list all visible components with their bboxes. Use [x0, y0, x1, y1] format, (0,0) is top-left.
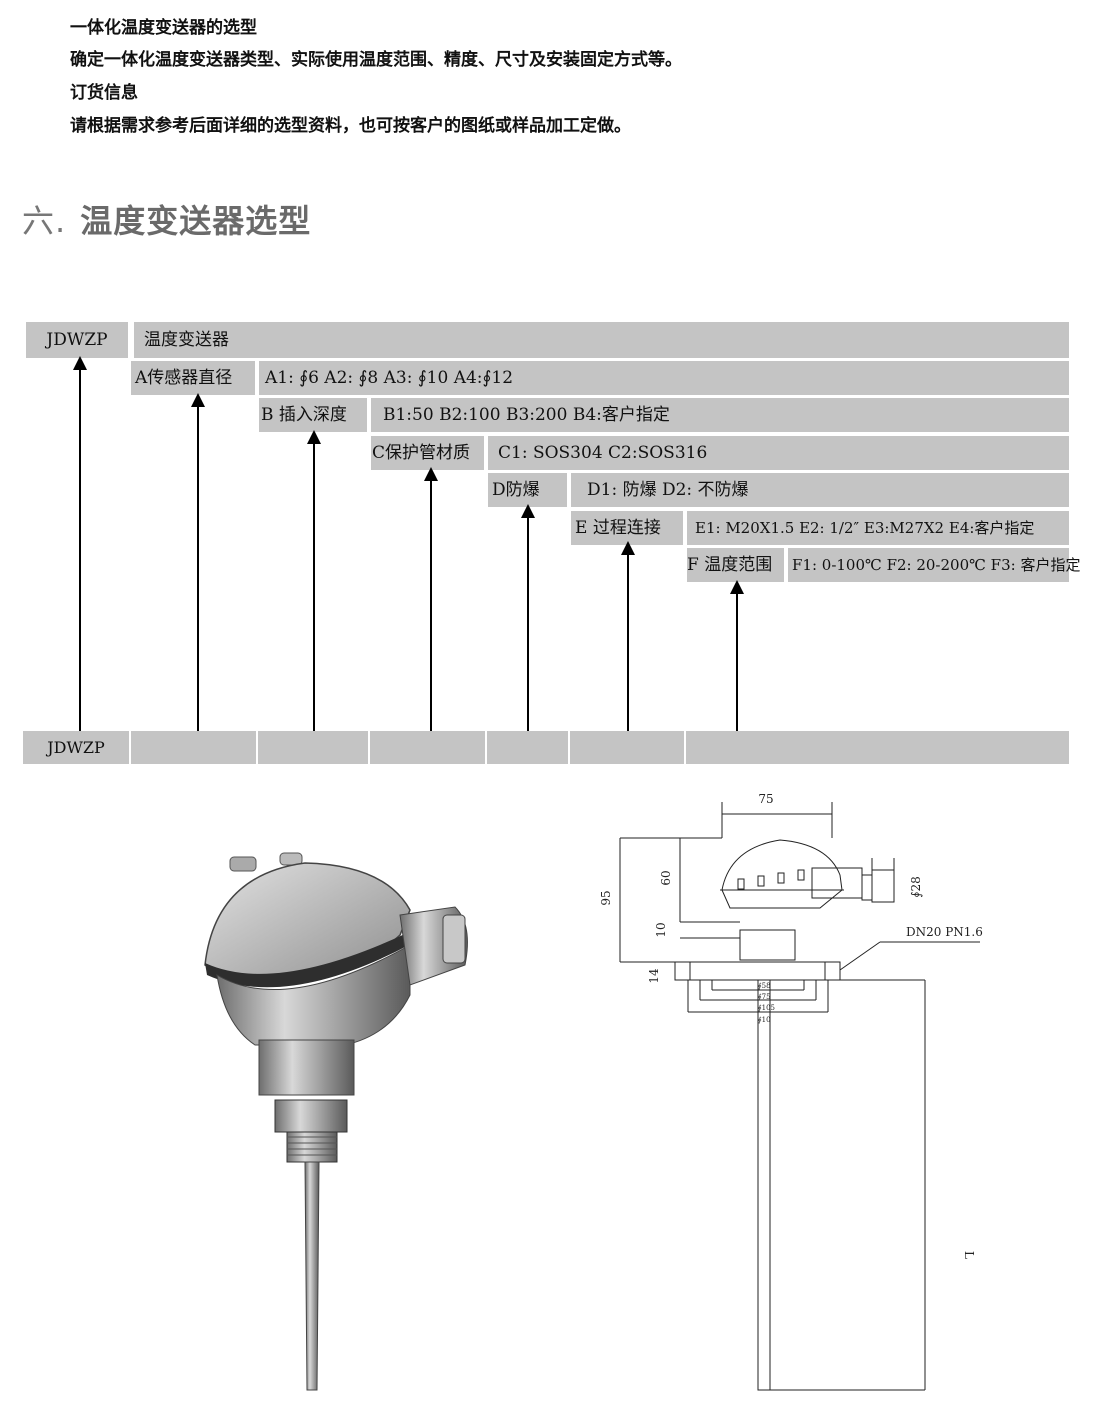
f-options-cell: F1: 0-100℃ F2: 20-200℃ F3: 客户指定 — [788, 548, 1080, 582]
d-options-cell: D1: 防爆 D2: 不防爆 — [571, 473, 1069, 507]
b-label-cell: B 插入深度 — [259, 398, 367, 432]
b-options-cell: B1:50 B2:100 B3:200 B4:客户指定 — [371, 398, 1069, 432]
flange-spec: DN20 PN1.6 — [906, 925, 983, 939]
dimension-drawing: 75 95 60 10 14 ∮28 DN20 PN1.6 ∮58 ∮75 ∮1… — [599, 792, 983, 1391]
arrow-e — [621, 541, 635, 731]
bottom-d-cell — [487, 731, 568, 764]
dim-d105: ∮105 — [758, 1004, 775, 1012]
intro-heading: 一体化温度变送器的选型 — [70, 18, 257, 38]
model-code-cell: JDWZP — [26, 322, 128, 358]
a-label-cell: A传感器直径 — [131, 361, 255, 395]
section-title: 六. 温度变送器选型 — [22, 196, 311, 242]
arrow-a — [191, 393, 205, 731]
model-description-cell: 温度变送器 — [134, 322, 1069, 358]
c-label-cell: C保护管材质 — [371, 436, 484, 470]
e-label-cell: E 过程连接 — [571, 511, 683, 545]
f-label-cell: F 温度范围 — [687, 548, 784, 582]
bottom-c-cell — [370, 731, 485, 764]
product-photo — [204, 852, 468, 1391]
arrow-b — [307, 430, 321, 731]
d-label-cell: D防爆 — [488, 473, 567, 507]
dim-14: 14 — [647, 968, 661, 984]
arrow-model — [73, 356, 87, 731]
dim-28: ∮28 — [909, 876, 923, 898]
dim-60: 60 — [659, 870, 673, 885]
e-options-cell: E1: M20X1.5 E2: 1/2″ E3:M27X2 E4:客户指定 — [687, 511, 1069, 545]
dim-d58: ∮58 — [758, 982, 771, 990]
bottom-code-cell: JDWZP — [23, 731, 129, 764]
arrow-d — [521, 504, 535, 731]
bottom-e-cell — [570, 731, 684, 764]
arrow-f — [730, 580, 744, 731]
dim-length: L — [962, 1251, 976, 1259]
c-options-cell: C1: SOS304 C2:SOS316 — [488, 436, 1069, 470]
order-info-heading: 订货信息 — [70, 83, 138, 103]
dim-95: 95 — [599, 890, 613, 905]
arrow-c — [424, 467, 438, 731]
section-number: 六. — [22, 202, 67, 240]
intro-description: 确定一体化温度变送器类型、实际使用温度范围、精度、尺寸及安装固定方式等。 — [70, 50, 682, 70]
bottom-b-cell — [258, 731, 368, 764]
dim-d75: ∮75 — [758, 993, 771, 1001]
section-title-text: 温度变送器选型 — [80, 202, 312, 240]
dim-10: 10 — [654, 922, 668, 937]
dim-d10: ∮10 — [758, 1016, 771, 1024]
bottom-f-cell — [686, 731, 1069, 764]
bottom-a-cell — [131, 731, 256, 764]
order-info-description: 请根据需求参考后面详细的选型资料，也可按客户的图纸或样品加工定做。 — [70, 116, 631, 136]
a-options-cell: A1: ∮6 A2: ∮8 A3: ∮10 A4:∮12 — [259, 361, 1069, 395]
dim-75: 75 — [758, 792, 773, 806]
